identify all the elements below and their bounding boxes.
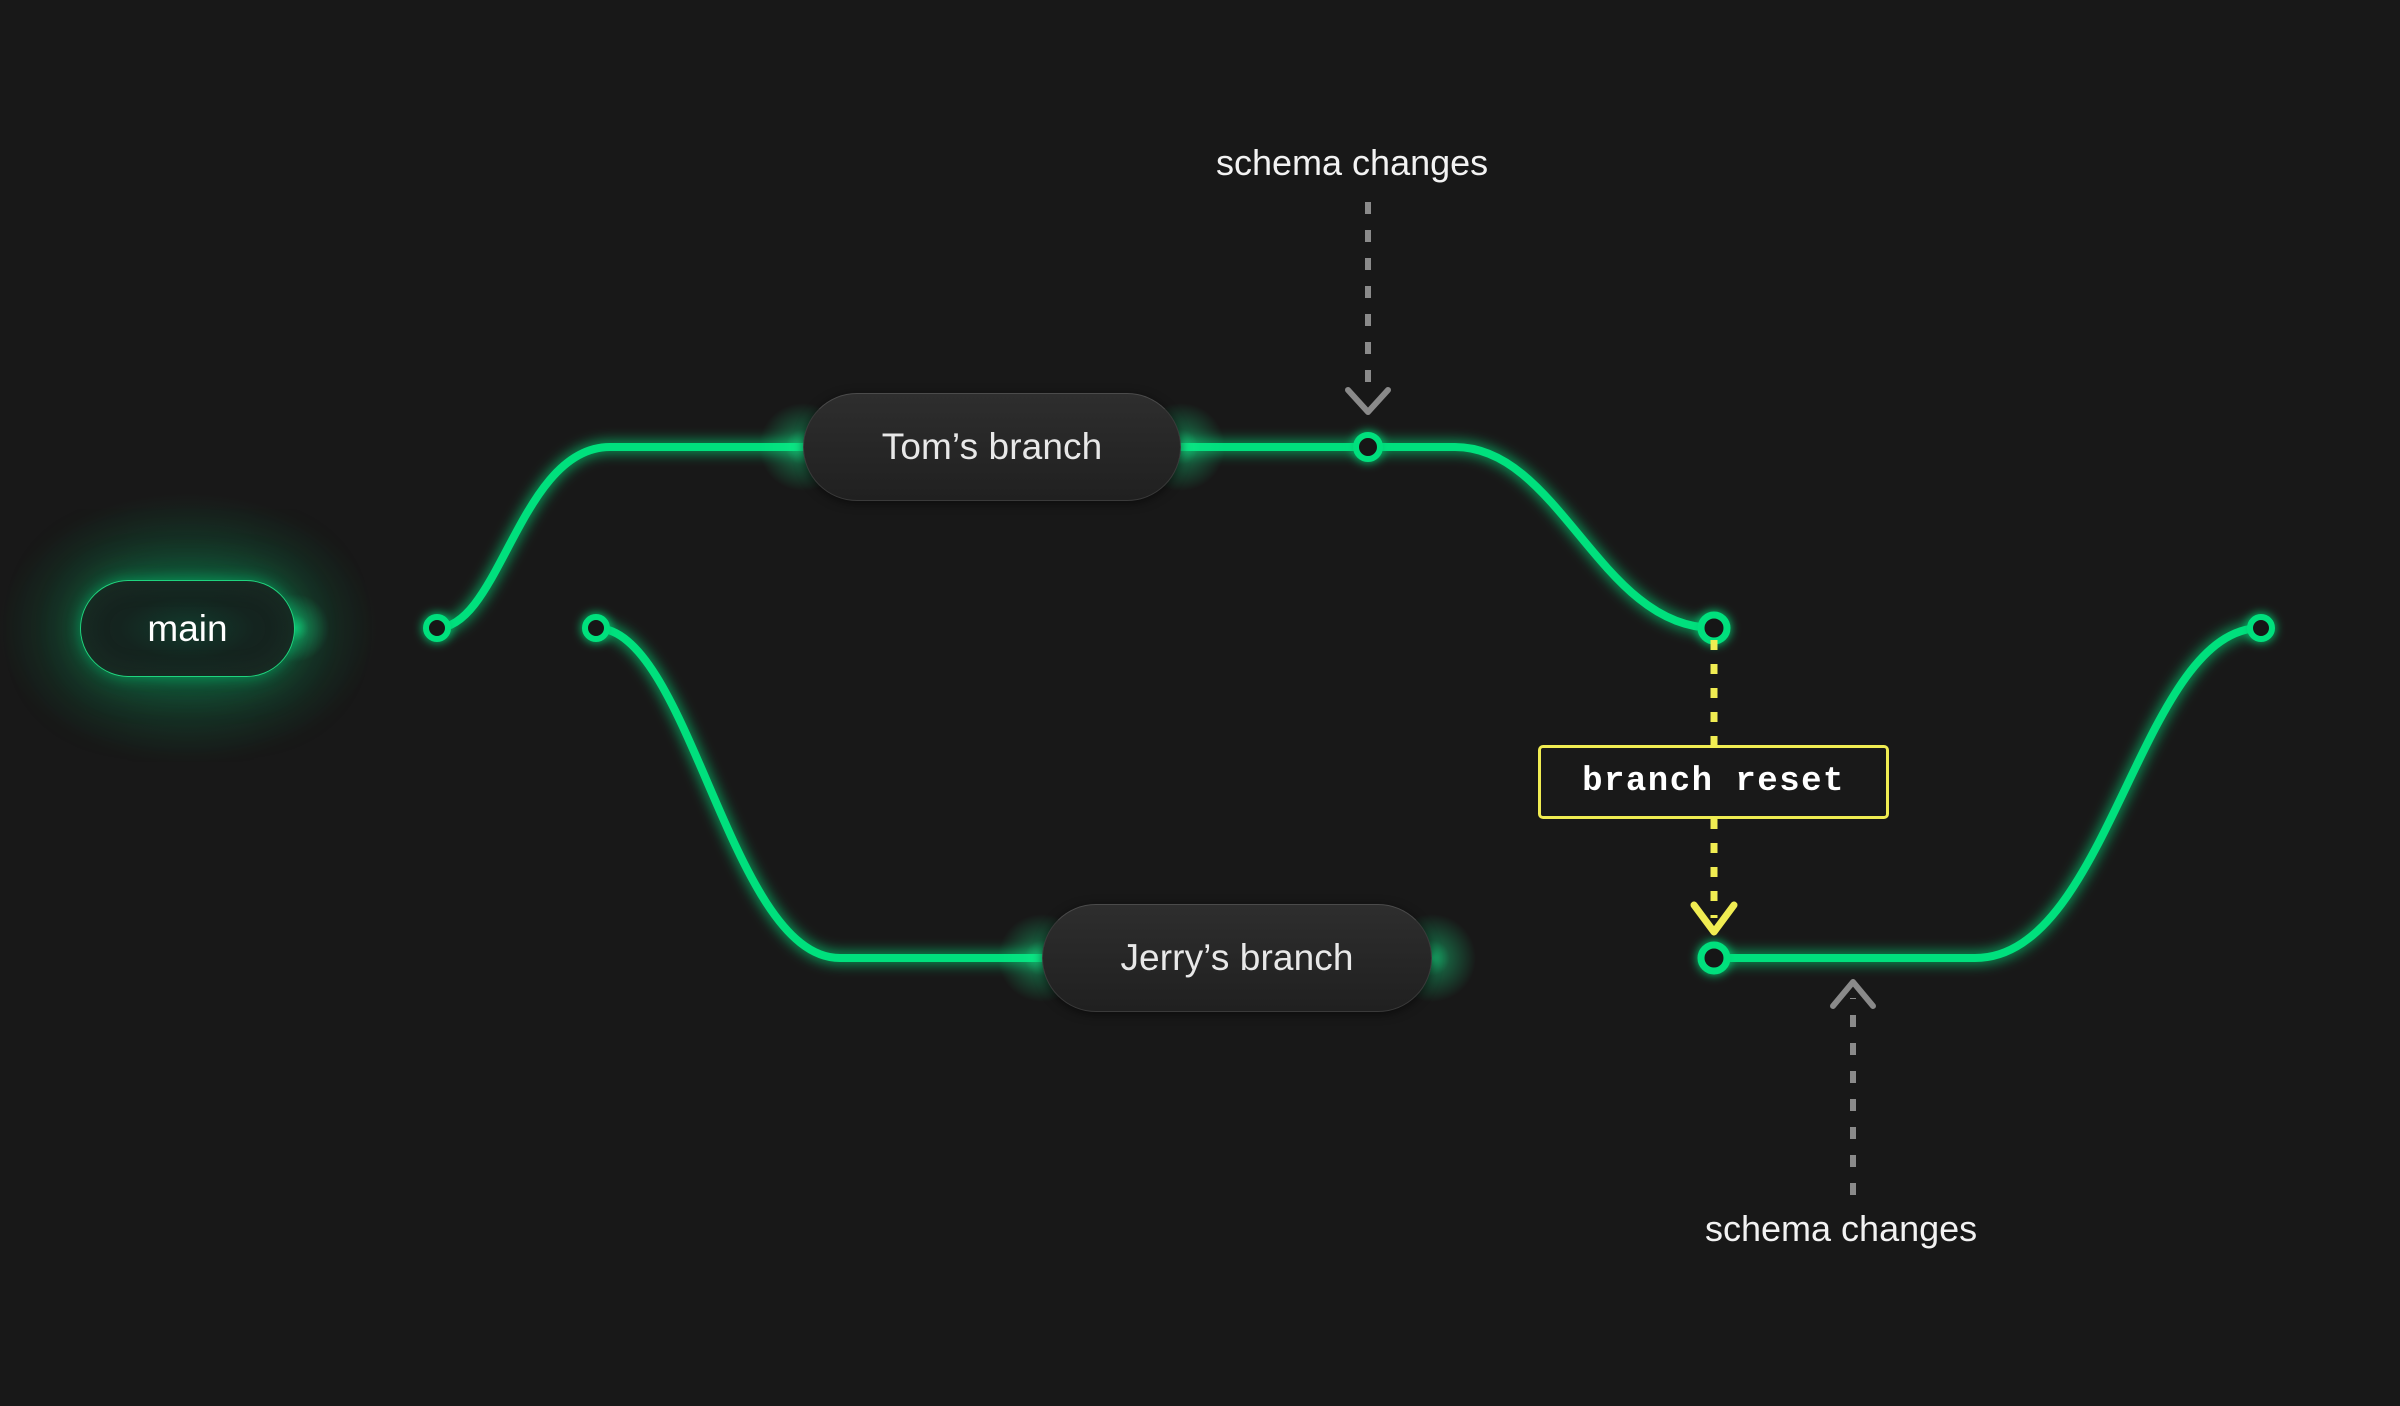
- commit-node-main-merge-jerry[interactable]: [2247, 614, 2275, 642]
- commit-node-main-2[interactable]: [582, 614, 610, 642]
- branch-pill-main[interactable]: main: [80, 580, 295, 677]
- commit-node-jerry-reset[interactable]: [1697, 941, 1731, 975]
- branch-pill-jerry[interactable]: Jerry’s branch: [1042, 904, 1432, 1012]
- commit-node-tom-1[interactable]: [1353, 432, 1383, 462]
- schema-changes-top-arrow: [1345, 202, 1391, 415]
- branch-pill-jerry-label: Jerry’s branch: [1120, 937, 1354, 978]
- commit-node-main-merge-tom[interactable]: [1697, 611, 1731, 645]
- annotation-schema-changes-top: schema changes: [1216, 142, 1489, 183]
- branch-pill-main-label: main: [147, 607, 228, 649]
- annotation-schema-changes-bottom: schema changes: [1705, 1208, 1978, 1249]
- branch-pill-tom[interactable]: Tom’s branch: [803, 393, 1181, 501]
- jerry-branch-line: [592, 624, 2265, 962]
- branch-reset-callout-label: branch reset: [1582, 763, 1845, 801]
- tom-branch-line: [433, 443, 1718, 632]
- schema-changes-bottom-arrow: [1830, 979, 1876, 1195]
- branch-reset-callout[interactable]: branch reset: [1538, 745, 1889, 819]
- commit-node-main-1[interactable]: [423, 614, 451, 642]
- branch-pill-tom-label: Tom’s branch: [881, 426, 1103, 467]
- branch-reset-connector: [1690, 640, 1738, 936]
- commit-nodes: [423, 432, 2275, 975]
